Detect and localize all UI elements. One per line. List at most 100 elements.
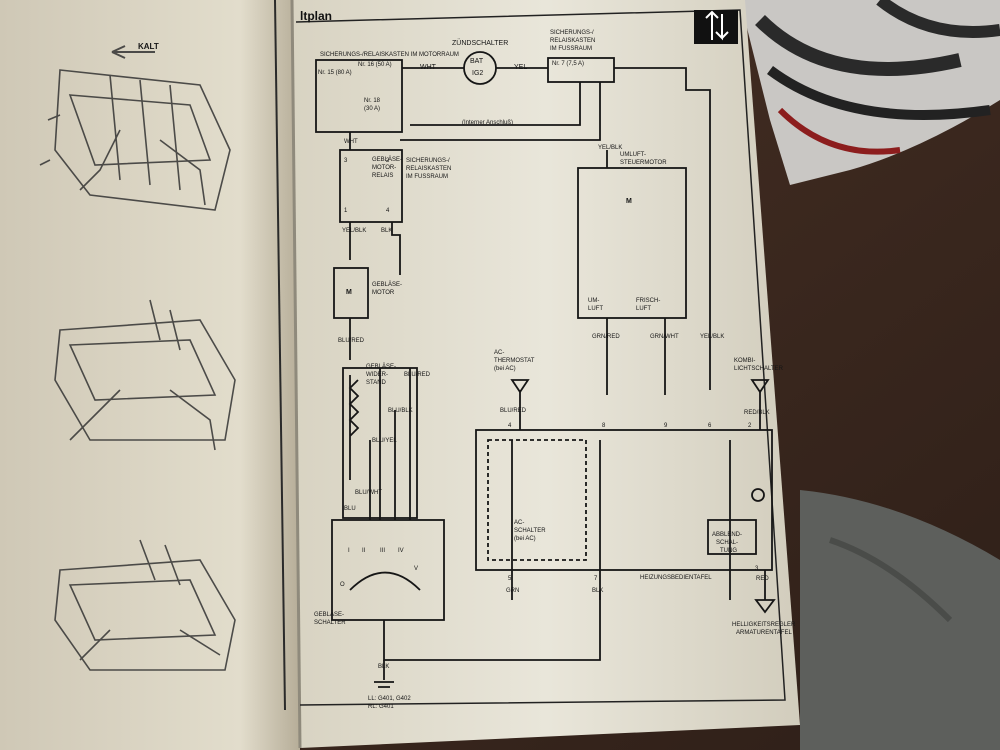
relay-label-c: RELAIS [372,173,394,179]
wire-blk-motor: BLK [381,228,393,234]
hvac-illustration-bottom [54,539,236,671]
ac-thermostat-label-b: THERMOSTAT [494,358,535,364]
ground-label-a: LL: G401, G402 [368,696,411,702]
rug [740,0,1000,185]
internal-connection-label: (Interner Anschluß) [462,120,514,126]
wire-blu-blk: BLU/BLK [388,408,413,414]
svg-text:ltplan: ltplan [300,9,332,23]
dimmer-label-c: TUNG [720,548,737,554]
relay-box-label-a: SICHERUNGS-/ [406,158,450,164]
left-page [0,0,300,750]
right-page [292,0,800,748]
ig2-label: IG2 [472,70,484,77]
pin-5: 5 [508,576,512,582]
hvac-illustration-middle [54,299,236,451]
motor-m-symbol: M [346,289,352,296]
wire-red-blk: RED/BLK [744,410,770,416]
relay-box-label-c: IM FUSSRAUM [406,174,448,180]
wire-blu-red-motor: BLU/RED [338,338,365,344]
brightness-label-a: HELLIGKEITSREGLER [732,622,796,628]
blower-motor-label-b: MOTOR [372,290,395,296]
ground-label-b: RL: G401 [368,704,394,710]
frischluft-label-b: LUFT [636,306,651,312]
wire-blu-red-ac: BLU/RED [500,408,527,414]
relay-pin-4: 4 [386,208,390,214]
ac-switch-label-c: (bei AC) [514,536,536,542]
wire-yel-blk-motor: YEL/BLK [342,228,367,234]
pin-6: 6 [708,423,712,429]
frischluft-label-a: FRISCH- [636,298,661,304]
switch-pos-v: V [414,566,419,572]
fuse-box-foot-c: IM FUSSRAUM [550,46,592,52]
cushion [800,490,1000,750]
fuse-box-foot-a: SICHERUNGS-/ [550,30,594,36]
wire-red: RED [756,576,769,582]
brightness-label-b: ARMATURENTAFEL [736,630,792,636]
relay-label-a: GEBLÄSE- [372,157,403,163]
wire-yel-blk-top: YEL/BLK [598,145,623,151]
ac-thermostat-label-a: AC- [494,350,505,356]
wire-blk-panel: BLK [592,588,604,594]
blower-switch-label-a: GEBLÄSE- [314,612,345,618]
recirc-motor-label-a: UMLUFT- [620,152,646,158]
wire-grn: GRN [506,588,520,594]
wire-blu-wht: BLU/WHT [355,490,382,496]
dimmer-label-b: SCHAL- [716,540,739,546]
ac-thermostat-label-c: (bei AC) [494,366,516,372]
recirc-motor-label-b: STEUERMOTOR [620,160,667,166]
resistor-label-a: GEBLÄSE- [366,364,397,370]
ignition-switch-label: ZÜNDSCHALTER [452,40,509,47]
fuse-7-label: Nr. 7 (7,5 A) [552,61,585,67]
wire-grn-wht: GRN/WHT [650,334,679,340]
wire-yel-blk-right: YEL/BLK [700,334,725,340]
kombi-switch-label-b: LICHTSCHALTER [734,366,783,372]
wire-yel-label: YEL [514,64,528,71]
hvac-illustration-top [39,45,231,211]
blower-switch-label-b: SCHALTER [314,620,346,626]
relay-pin-2: 2 [386,158,390,164]
umluft-label-a: UM- [588,298,600,304]
pin-9: 9 [664,423,668,429]
resistor-label-b: WIDER- [366,372,388,378]
relay-label-b: MOTOR- [372,165,397,171]
bat-label: BAT [470,58,484,65]
wire-blu-red-resistor: BLU/RED [404,372,431,378]
pin-2: 2 [748,423,752,429]
switch-pos-iii: III [380,548,386,554]
fuse-15-label: Nr. 15 (80 A) [318,70,352,76]
blower-motor-label-a: GEBLÄSE- [372,282,403,288]
kombi-switch-label-a: KOMBI- [734,358,756,364]
ac-switch-label-a: AC- [514,520,525,526]
relay-pin-1: 1 [344,208,348,214]
wire-blu-yel: BLU/YEL [372,438,397,444]
pin-8: 8 [602,423,606,429]
resistor-label-c: STAND [366,380,386,386]
wire-wht-relay: WHT [344,139,358,145]
fuse-16-label: Nr. 16 (50 A) [358,62,392,68]
fuse-18-rating: (30 A) [364,106,381,112]
fuse-18-label: Nr. 18 [364,98,381,104]
switch-pos-i: I [348,548,350,554]
switch-pos-o: O [340,582,345,588]
relay-box-label-b: RELAISKASTEN [406,166,452,172]
wire-wht-label: WHT [420,64,436,71]
fuse-box-engine-label: SICHERUNGS-/RELAISKASTEN IM MOTORRAUM [320,52,459,58]
relay-pin-3: 3 [344,158,348,164]
switch-pos-ii: II [362,548,366,554]
wire-blk-ground: BLK [378,664,390,670]
dimmer-label-a: ABBLEND- [712,532,743,538]
wire-grn-red: GRN/RED [592,334,620,340]
kalt-label: KALT [138,42,159,51]
recirc-motor-m-symbol: M [626,198,632,205]
pin-3: 3 [755,566,759,572]
ac-switch-label-b: SCHALTER [514,528,546,534]
switch-pos-iv: IV [398,548,404,554]
pin-7: 7 [594,576,598,582]
wiring [315,51,776,688]
pin-4: 4 [508,423,512,429]
fuse-box-foot-b: RELAISKASTEN [550,38,596,44]
umluft-label-b: LUFT [588,306,603,312]
wire-blu: BLU [344,506,356,512]
